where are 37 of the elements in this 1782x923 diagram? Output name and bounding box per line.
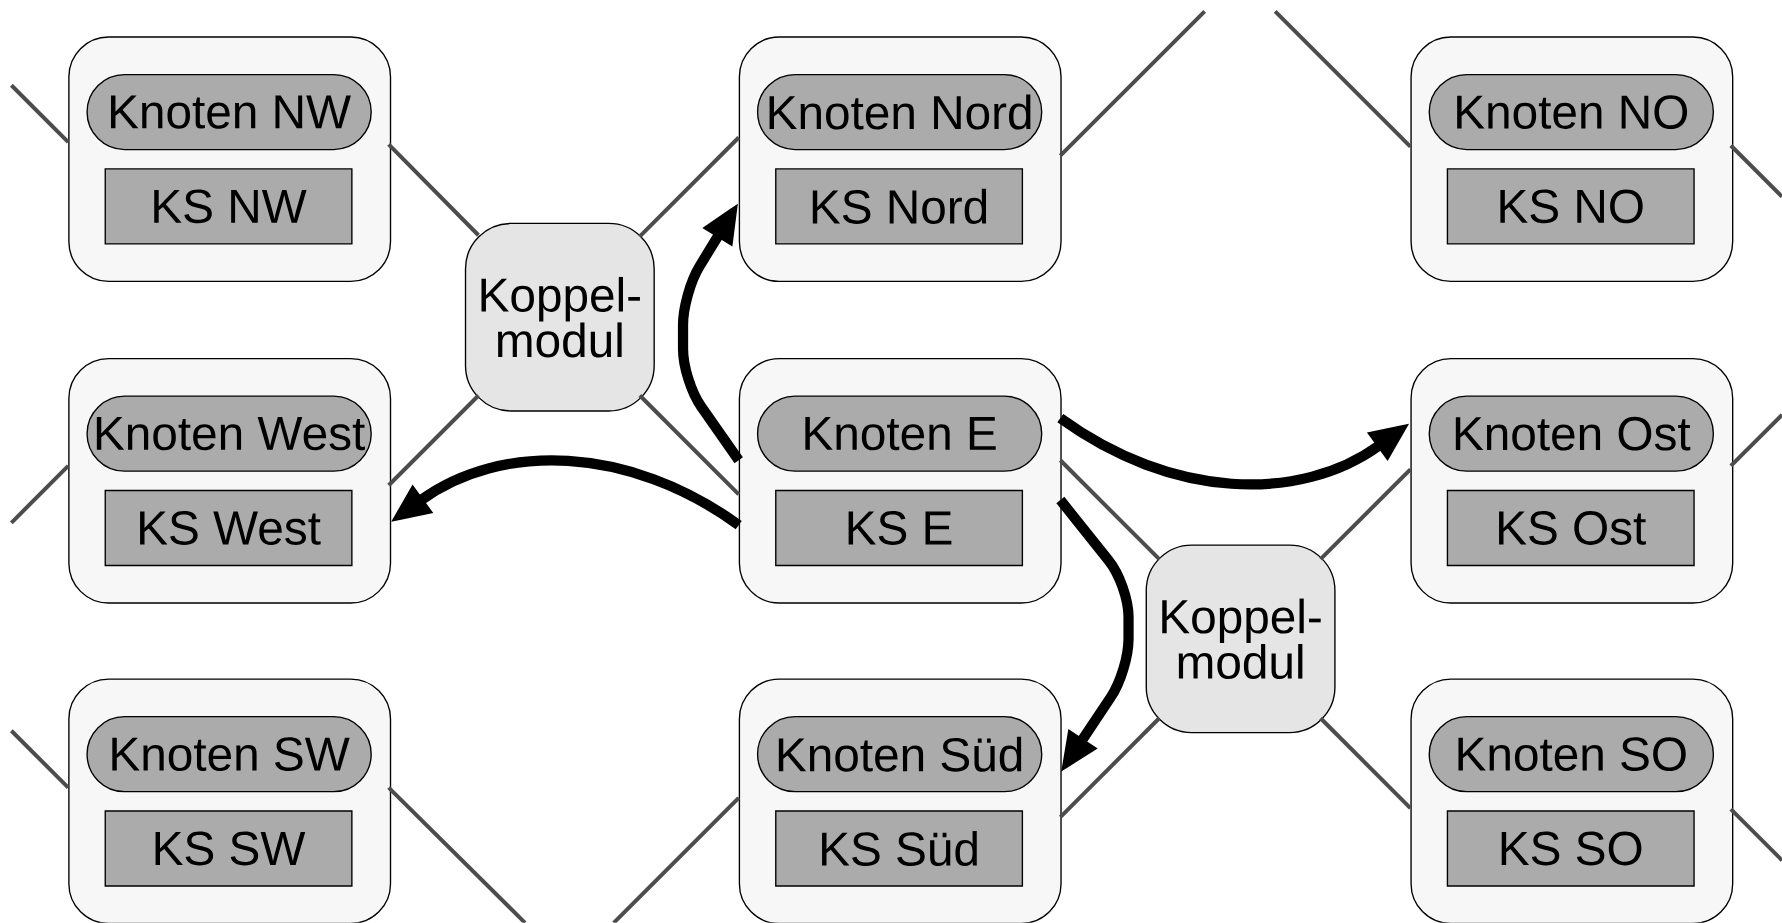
connection-line [9, 464, 70, 525]
connection-line [9, 729, 70, 790]
ks-box: KS SW [104, 810, 353, 887]
connection-line [1058, 458, 1161, 561]
connection-line [1319, 716, 1412, 810]
node-label-pill: Knoten SW [86, 716, 372, 793]
ks-box: KS Nord [775, 168, 1024, 245]
connection-line [1058, 10, 1207, 158]
node-label-pill: Knoten Nord [756, 73, 1043, 151]
ks-box: KS SO [1446, 810, 1695, 887]
connection-line [387, 786, 527, 923]
ks-box: KS NO [1446, 168, 1695, 245]
connection-line [387, 394, 480, 487]
connection-line [1729, 807, 1782, 862]
ks-box: KS NW [104, 168, 353, 245]
connection-line [612, 796, 741, 923]
ks-box: KS Ost [1446, 489, 1695, 567]
ks-box: KS Süd [775, 810, 1024, 887]
coupling-module-box: Koppel- modul [1145, 544, 1336, 734]
connection-line [1729, 413, 1782, 468]
connection-line [1273, 10, 1412, 149]
connection-line [1058, 716, 1161, 819]
node-label-pill: Knoten E [756, 395, 1043, 472]
node-label-pill: Knoten Süd [756, 716, 1043, 793]
connection-line [9, 83, 70, 144]
connection-line [638, 394, 741, 496]
connection-line [387, 143, 480, 237]
ks-box: KS E [775, 489, 1024, 567]
node-label-pill: Knoten West [86, 395, 372, 472]
node-label-pill: Knoten NO [1428, 73, 1715, 151]
connection-line [1729, 144, 1782, 199]
coupling-module-box: Koppel- modul [464, 222, 655, 412]
connection-line [638, 136, 741, 238]
ks-box: KS West [104, 489, 353, 567]
node-label-pill: Knoten Ost [1428, 395, 1715, 472]
node-label-pill: Knoten NW [86, 73, 372, 151]
node-label-pill: Knoten SO [1428, 716, 1715, 793]
